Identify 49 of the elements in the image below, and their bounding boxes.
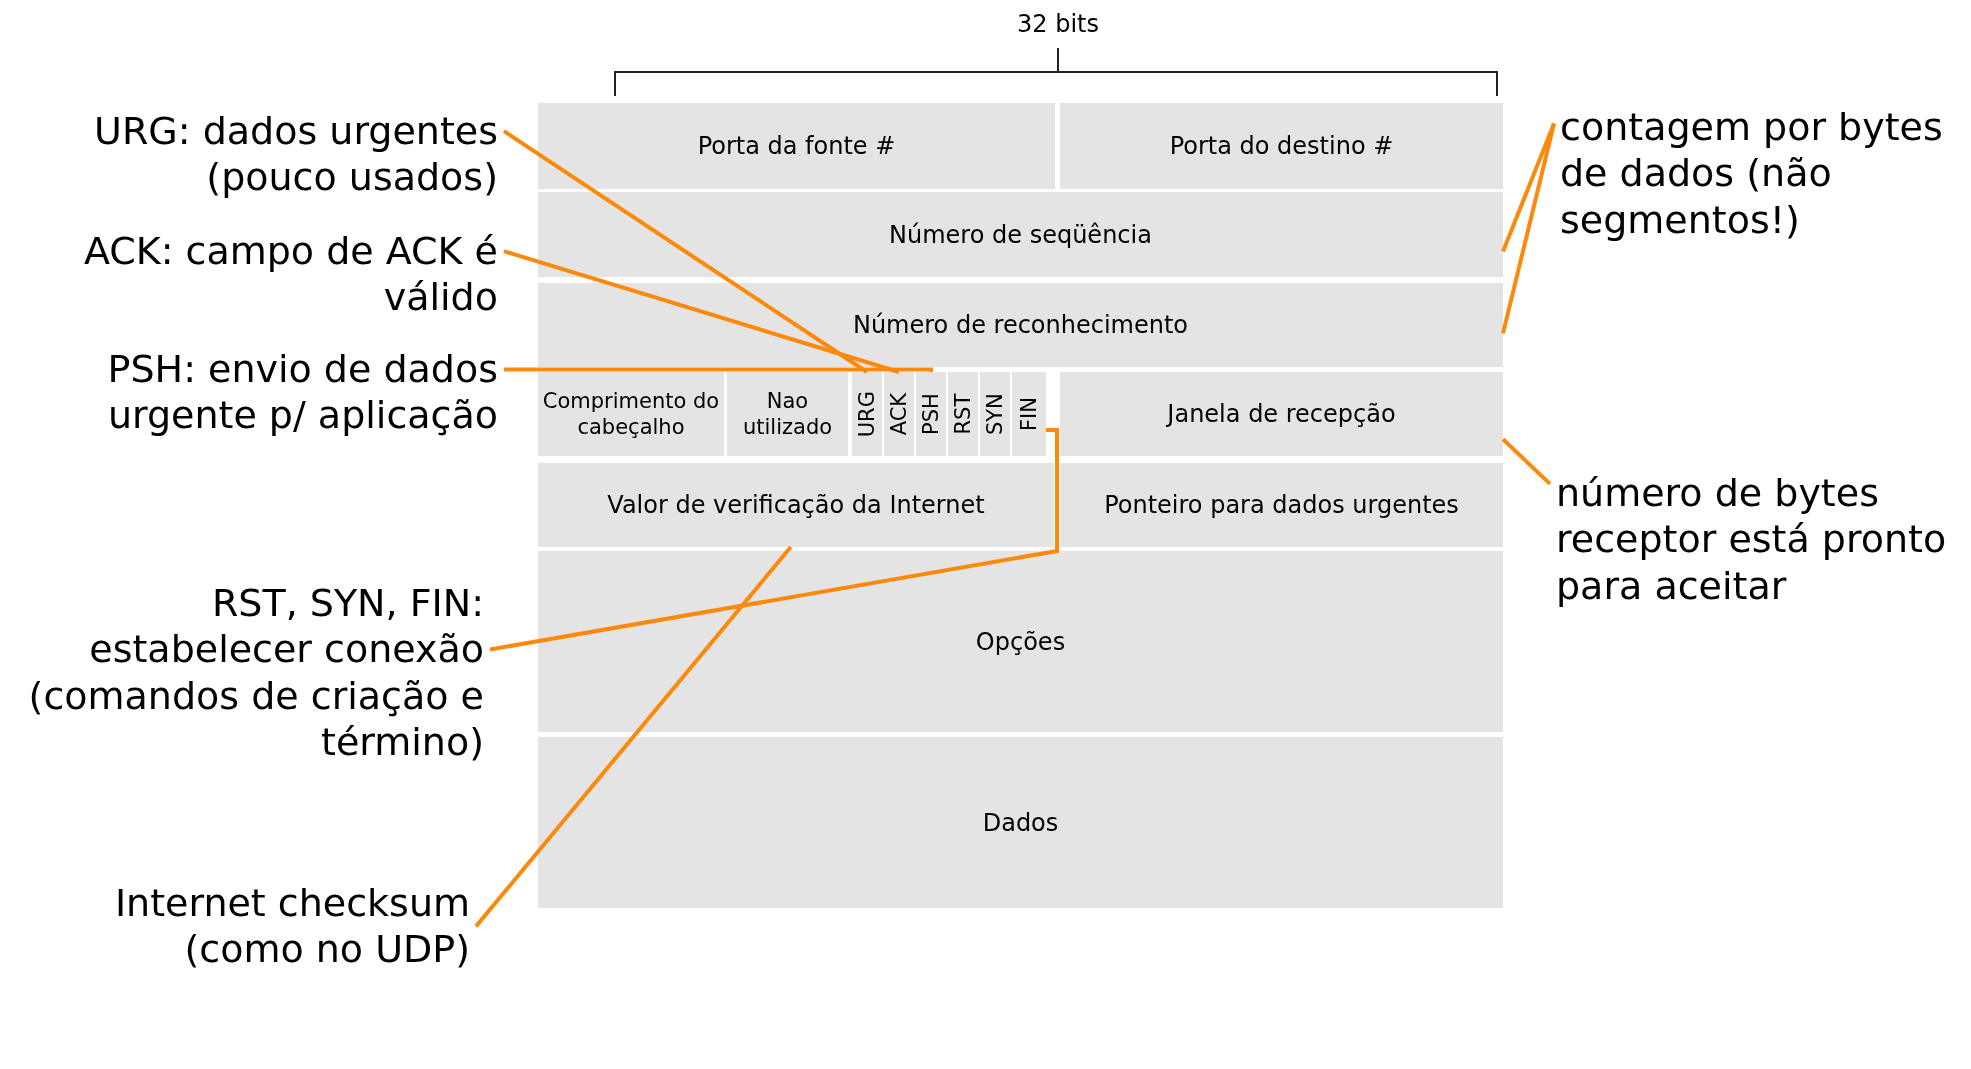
field-label: Número de reconhecimento xyxy=(852,310,1189,340)
annotation-text: número de bytes receptor está pronto para aceitar xyxy=(1556,470,1956,610)
flag-field xyxy=(884,372,914,456)
field-label: PSH xyxy=(917,393,944,435)
leader-line xyxy=(474,545,793,928)
annotation-text: ACK: campo de ACK é válido xyxy=(0,228,498,321)
flag-field xyxy=(1012,372,1046,456)
flag-field xyxy=(916,372,946,456)
leader-line xyxy=(502,129,869,374)
field-label: Número de seqüência xyxy=(889,219,1152,250)
leader-line xyxy=(503,249,900,374)
field-label: FIN xyxy=(1015,397,1042,431)
field-label: Nao utilizado xyxy=(741,387,834,441)
header-field xyxy=(538,103,1055,189)
header-field xyxy=(538,737,1503,908)
leader-line xyxy=(504,367,933,374)
annotation-text: Internet checksum (como no UDP) xyxy=(70,880,470,973)
annotation-text: URG: dados urgentes (pouco usados) xyxy=(0,108,498,201)
leader-line xyxy=(489,428,1059,652)
field-label: URG xyxy=(853,390,880,438)
annotation-text: contagem por bytes de dados (não segmentos!) xyxy=(1560,104,1960,244)
field-label: Janela de recepção xyxy=(1167,399,1396,429)
field-label: Opções xyxy=(975,626,1066,657)
leader-line xyxy=(1501,437,1552,486)
annotation-text: PSH: envio de dados urgente p/ aplicação xyxy=(0,346,498,439)
flag-field xyxy=(948,372,978,456)
field-label: SYN xyxy=(981,393,1008,435)
width-label: 32 bits xyxy=(1017,10,1099,38)
field-label: Porta da fonte # xyxy=(697,131,896,161)
header-field xyxy=(1060,372,1503,456)
field-label: Comprimento do cabeçalho xyxy=(541,387,721,441)
header-field xyxy=(1060,463,1503,547)
flag-field xyxy=(980,372,1010,456)
header-field xyxy=(538,192,1503,277)
header-field xyxy=(538,463,1054,547)
field-label: Valor de verificação da Internet xyxy=(607,490,985,520)
field-label: RST xyxy=(949,393,976,435)
field-label: Ponteiro para dados urgentes xyxy=(1104,490,1459,520)
header-field xyxy=(538,551,1503,732)
header-field xyxy=(538,283,1503,367)
header-field xyxy=(1060,103,1503,189)
field-label: ACK xyxy=(885,392,912,436)
leader-line xyxy=(1501,123,1556,334)
header-field xyxy=(727,372,848,456)
header-field xyxy=(538,372,724,456)
flag-field xyxy=(852,372,882,456)
annotation-text: RST, SYN, FIN: estabelecer conexão (comandos de criação e término) xyxy=(0,580,484,766)
field-label: Porta do destino # xyxy=(1169,131,1394,161)
field-label: Dados xyxy=(982,807,1059,838)
